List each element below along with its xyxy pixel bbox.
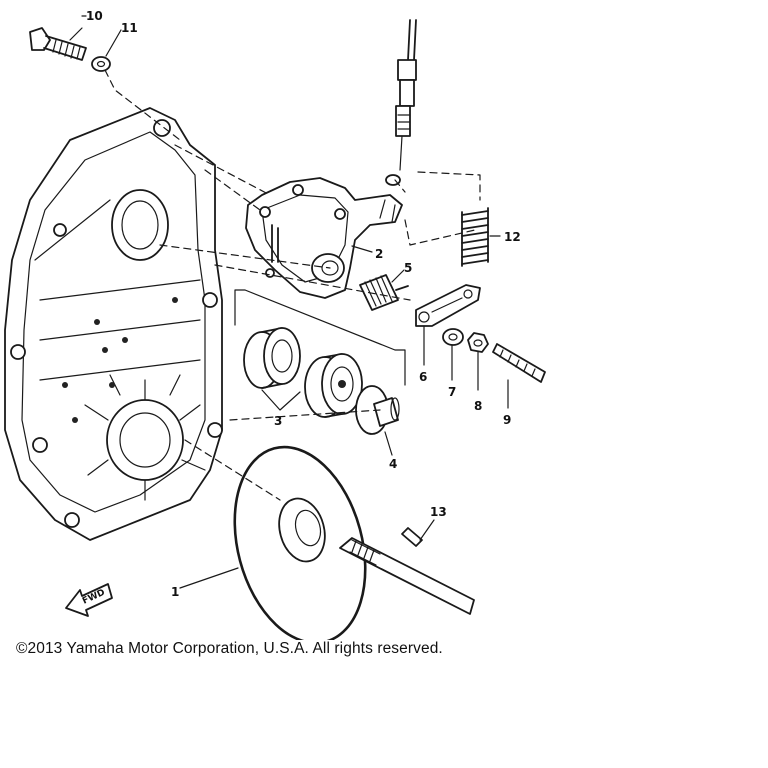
drum-part-3 [243, 327, 363, 418]
callout-2: 2 [375, 247, 383, 261]
throttle-cable [385, 19, 417, 186]
washer-part-11 [91, 56, 111, 72]
bolt-part-10 [29, 27, 87, 61]
worm-gear-part-5 [359, 274, 409, 311]
pin-part-9 [492, 343, 546, 383]
fwd-arrow-icon: FWD [65, 583, 113, 617]
callout-6: 6 [419, 370, 427, 384]
lever-part-6 [415, 284, 481, 327]
callout-11: 11 [121, 21, 138, 35]
pump-housing-part-2 [245, 177, 403, 299]
callout-12: 12 [504, 230, 521, 244]
key-part-13 [401, 527, 423, 547]
callout-leaders [69, 15, 509, 589]
nut-part-8 [467, 332, 489, 353]
callout-4: 4 [389, 457, 397, 471]
pulley-disc-part-1 [233, 445, 367, 640]
shaft [339, 537, 475, 615]
washer-part-7 [442, 328, 464, 346]
crankcase-cover [4, 107, 223, 541]
exploded-parts-diagram: 1 2 3 4 5 6 7 8 9 10 11 12 13 FWD [4, 9, 546, 640]
callout-7: 7 [448, 385, 456, 399]
callout-1: 1 [171, 585, 179, 599]
callout-5: 5 [404, 261, 412, 275]
callout-numbers: 1 2 3 4 5 6 7 8 9 10 11 12 13 [86, 9, 521, 599]
assembly-guide-lines [104, 69, 481, 501]
disc-part-4 [355, 385, 400, 435]
callout-8: 8 [474, 399, 482, 413]
callout-9: 9 [503, 413, 511, 427]
callout-10: 10 [86, 9, 103, 23]
copyright-notice: ©2013 Yamaha Motor Corporation, U.S.A. A… [16, 640, 443, 657]
callout-3: 3 [274, 414, 282, 428]
spring-part-12 [461, 207, 489, 267]
callout-13: 13 [430, 505, 447, 519]
